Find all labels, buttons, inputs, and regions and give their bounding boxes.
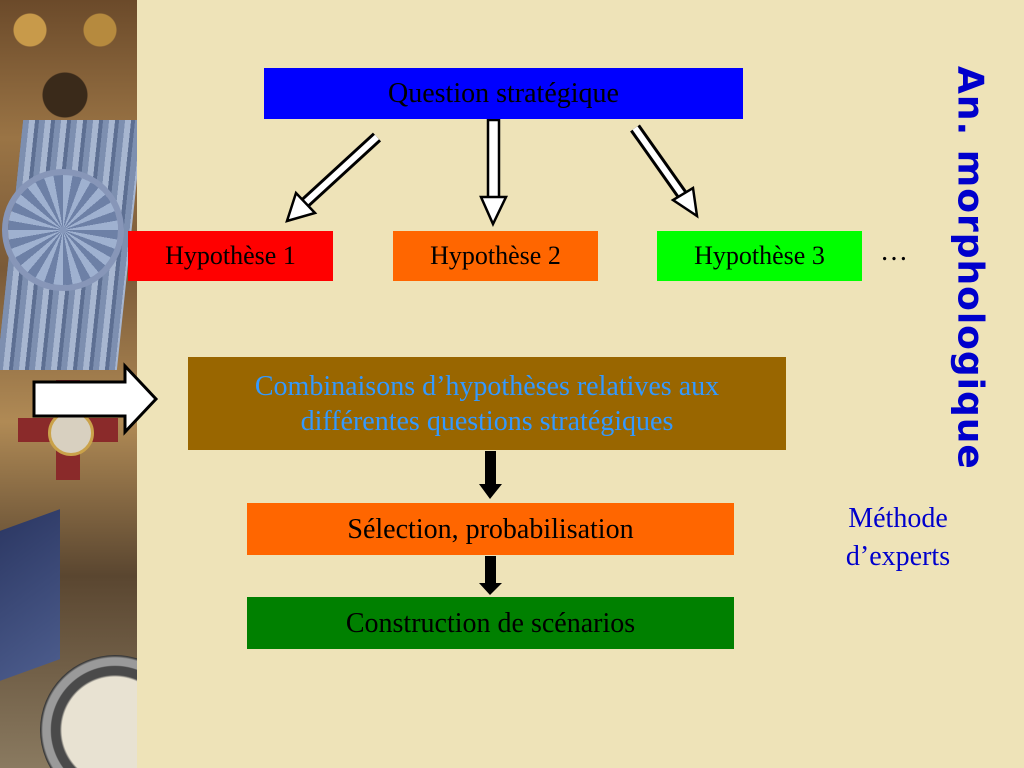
medal-center-decoration <box>48 410 94 456</box>
hypothesis-1-box: Hypothèse 1 <box>128 231 333 281</box>
question-strategique-box: Question stratégique <box>264 68 743 119</box>
arrow-question-to-hypothesis-2 <box>479 118 508 227</box>
strap-decoration <box>0 509 60 681</box>
construction-box: Construction de scénarios <box>247 597 734 649</box>
construction-label: Construction de scénarios <box>345 607 636 639</box>
hypothesis-2-box: Hypothèse 2 <box>393 231 598 281</box>
combinations-box: Combinaisons d’hypothèses relatives aux … <box>188 357 786 450</box>
arrow-question-to-hypothesis-3 <box>630 124 699 219</box>
compass-decoration <box>40 655 137 768</box>
hypothesis-3-label: Hypothèse 3 <box>694 240 825 270</box>
hypothesis-1-label: Hypothèse 1 <box>165 240 296 270</box>
vertical-title-text: An. morphologique <box>949 66 991 470</box>
hypothesis-3-box: Hypothèse 3 <box>657 231 862 281</box>
combinations-label: Combinaisons d’hypothèses relatives aux … <box>254 370 720 437</box>
arrow-question-to-hypothesis-1 <box>285 132 382 223</box>
rosette-decoration <box>8 175 118 285</box>
selection-box: Sélection, probabilisation <box>247 503 734 555</box>
methode-experts-note: Méthode d’experts <box>818 500 978 576</box>
arrow-selection-to-construction <box>479 556 502 595</box>
vertical-title: An. morphologique <box>945 66 995 470</box>
selection-label: Sélection, probabilisation <box>347 513 634 545</box>
methode-line-1: Méthode <box>848 503 948 534</box>
question-label: Question stratégique <box>388 78 619 109</box>
decorative-medals-image <box>0 0 137 768</box>
hypothesis-2-label: Hypothèse 2 <box>430 240 561 270</box>
methode-line-2: d’experts <box>845 540 951 572</box>
more-hypotheses-ellipsis: … <box>880 236 910 267</box>
arrow-combinations-to-selection <box>479 451 502 499</box>
